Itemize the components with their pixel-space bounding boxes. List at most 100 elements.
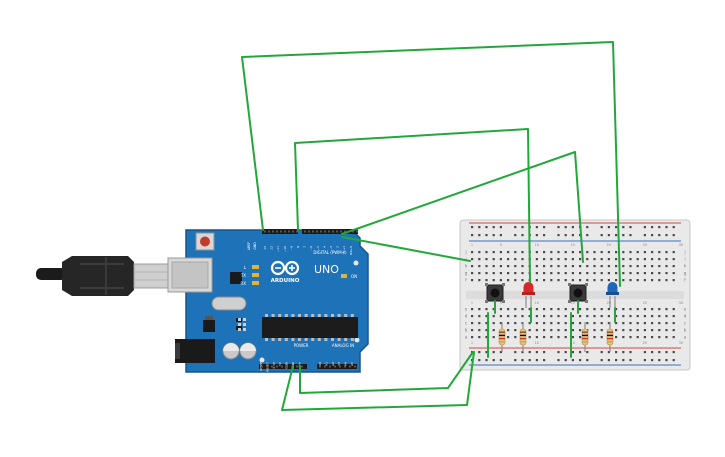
power-pin-label: 3.3V [272, 361, 276, 369]
analog-pin-label: A2 [331, 362, 335, 366]
pushbutton-1[interactable] [485, 283, 505, 303]
resistor[interactable] [581, 322, 589, 352]
mount-hole [354, 337, 360, 343]
wire-long-loop[interactable] [241, 41, 621, 287]
led-tx-indicator [252, 273, 259, 277]
usb-cable-strain-relief [36, 268, 66, 280]
usb-plug-metal [133, 263, 171, 289]
column-number: 10 [535, 243, 539, 247]
row-letter: e [465, 307, 468, 312]
column-number: 10 [535, 341, 539, 345]
row-letter: b [684, 328, 687, 333]
led-on-indicator [341, 274, 347, 278]
row-letter: j [464, 250, 466, 255]
row-letter: g [684, 271, 687, 276]
row-letter: h [684, 264, 687, 269]
resistor[interactable] [519, 322, 527, 352]
usb-cable[interactable] [36, 256, 171, 296]
column-number: 5 [500, 301, 502, 305]
label-tx: TX [240, 273, 246, 278]
row-letter: f [684, 278, 686, 283]
arduino-uno-board[interactable]: L TX RX ON ARDUINO UNO DIGITAL (PWM~) PO… [167, 229, 369, 373]
column-number: 25 [643, 341, 647, 345]
usb-controller-chip [230, 272, 242, 284]
row-letter: d [684, 314, 687, 319]
led-rx-indicator [252, 281, 259, 285]
arduino-logo [270, 260, 300, 276]
pushbutton-1-cap[interactable] [490, 288, 500, 298]
analog-pin-label: A0 [318, 362, 322, 366]
column-number: 20 [607, 301, 611, 305]
label-on: ON [351, 274, 357, 279]
row-letter: h [465, 264, 468, 269]
led-l-indicator [252, 265, 259, 269]
digital-pin-label: ~9 [289, 246, 293, 251]
row-letter: f [465, 278, 467, 283]
column-number: 30 [679, 301, 683, 305]
digital-pin-label: ~5 [316, 246, 320, 251]
pushbutton-2-cap[interactable] [573, 288, 583, 298]
row-letter: j [683, 250, 685, 255]
resistor[interactable] [606, 322, 614, 352]
analog-pin-label: A1 [324, 362, 328, 366]
row-letter: i [465, 257, 466, 262]
atmega-microcontroller [262, 317, 358, 338]
analog-header [317, 364, 357, 369]
analog-pin-label: A3 [337, 362, 341, 366]
column-number: 10 [535, 301, 539, 305]
row-letter: g [465, 271, 468, 276]
digital-pin-label: ~6 [309, 246, 313, 251]
wire-red-led[interactable] [294, 128, 531, 283]
led-red[interactable] [522, 282, 535, 308]
row-letter: a [684, 335, 687, 340]
aref-label: AREF [247, 242, 251, 250]
column-number: 15 [571, 301, 575, 305]
voltage-regulator [203, 320, 215, 332]
row-letter: d [465, 314, 468, 319]
mount-hole [259, 357, 265, 363]
digital-pin-label: ~3 [329, 246, 333, 251]
dc-power-jack [175, 339, 215, 363]
digital-pin-label: ~11 [276, 246, 280, 252]
column-number: 1 [471, 243, 473, 247]
row-letter: b [465, 328, 468, 333]
wire-ground-rail-loop[interactable] [281, 351, 475, 411]
reset-button-cap[interactable] [200, 236, 210, 247]
icsp-header [238, 318, 246, 331]
column-number: 25 [643, 301, 647, 305]
label-rx: RX [240, 281, 246, 286]
row-letter: c [465, 321, 467, 326]
pushbutton-2[interactable] [568, 283, 588, 303]
power-header-label: POWER [294, 343, 309, 348]
mount-hole [353, 260, 359, 266]
analog-header-label: ANALOG IN [332, 343, 354, 348]
wire-button-2-signal[interactable] [341, 151, 584, 263]
column-number: 20 [607, 243, 611, 247]
analog-pin-label: A4 [344, 362, 348, 366]
row-letter: c [684, 321, 686, 326]
label-l: L [244, 265, 247, 270]
digital-header-label: DIGITAL (PWM~) [313, 250, 347, 255]
power-pin-label: Vin [297, 362, 301, 367]
wires[interactable] [241, 41, 621, 411]
wire-ground-to-breadboard[interactable] [341, 236, 471, 262]
column-number: 1 [471, 301, 473, 305]
digital-pin-label: RX←0 [349, 246, 353, 255]
led-blue[interactable] [606, 282, 619, 308]
column-number: 30 [679, 341, 683, 345]
brand-label: ARDUINO [271, 278, 300, 284]
led-red-dome [523, 282, 534, 292]
crystal-oscillator [211, 296, 247, 311]
column-number: 15 [571, 341, 575, 345]
column-number: 25 [643, 243, 647, 247]
digital-pin-label: 7 [303, 246, 307, 248]
digital-pin-label: 8 [296, 246, 300, 248]
row-letter: i [684, 257, 685, 262]
row-letter: e [684, 307, 687, 312]
wire-5v-rail-loop[interactable] [299, 351, 474, 394]
row-letter: a [465, 335, 468, 340]
resistor[interactable] [498, 322, 506, 352]
digital-pin-label: 13 [263, 246, 267, 250]
led-blue-dome [607, 282, 618, 292]
